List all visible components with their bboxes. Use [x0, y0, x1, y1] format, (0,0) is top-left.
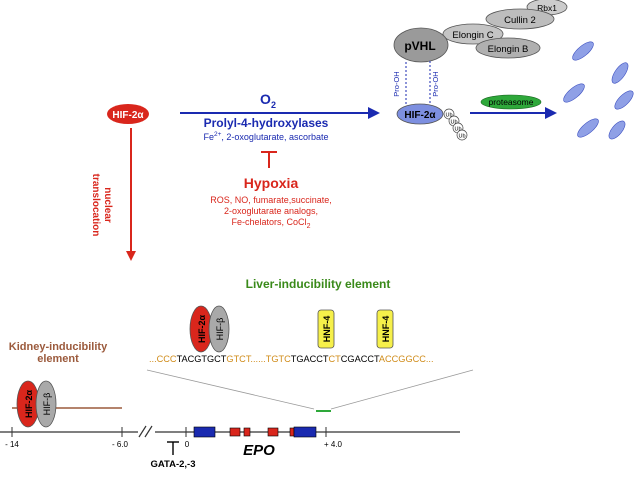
liver-element-title: Liver-inducibility element [246, 277, 391, 291]
ubiquitin-chain: Ub Ub Ub Ub [443, 108, 468, 141]
hydroxylated-hif-protein [396, 103, 444, 125]
zoom-line-left [146, 369, 315, 410]
hypoxia-title: Hypoxia [244, 175, 299, 191]
nuclear-translocation-label: nuclear translocation [90, 174, 113, 237]
liver-hif-dimer: HIF-2α HIF-β [189, 305, 230, 353]
inhibition-symbol [261, 151, 277, 168]
tick-label-minus6: - 6.0 [112, 440, 129, 449]
svg-text:pVHL: pVHL [404, 39, 435, 53]
prooh-label-2: Pro-OH [431, 71, 440, 96]
svg-text:Ub: Ub [445, 113, 452, 119]
hypoxia-line3: Fe-chelators, CoCl2 [232, 217, 311, 230]
svg-text:Elongin B: Elongin B [488, 44, 529, 55]
elonginc-protein [442, 23, 504, 45]
kidney-element-title-line2: element [37, 353, 79, 365]
svg-text:Ub: Ub [454, 127, 461, 133]
tick-label-zero: 0 [185, 440, 190, 449]
pvhl-protein [393, 27, 449, 63]
svg-text:HIF-β: HIF-β [215, 318, 225, 341]
svg-text:Ub: Ub [450, 120, 457, 126]
o2-label: O2 [260, 91, 276, 110]
exon-1 [193, 426, 216, 438]
tick-label-minus14: - 14 [5, 440, 19, 449]
hypoxia-line1: ROS, NO, fumarate,succinate, [210, 195, 332, 205]
svg-text:HIF-2α: HIF-2α [24, 390, 34, 419]
svg-text:nuclear: nuclear [102, 187, 113, 223]
exon-6 [293, 426, 317, 438]
vhl-complex: Rbx1 Cullin 2 Elongin C Elongin B pVHL P… [392, 0, 568, 141]
axis-break-mark [138, 425, 147, 438]
exon-3 [243, 427, 251, 437]
elonginb-protein [475, 37, 541, 59]
hydroxylase-title: Prolyl-4-hydroxylases [204, 116, 329, 130]
svg-text:HIF-β: HIF-β [42, 393, 52, 416]
axis-break-mark [144, 425, 153, 438]
prooh-label-1: Pro-OH [392, 71, 401, 96]
hif2a-label: HIF-2α [112, 110, 144, 121]
svg-text:HIF-2α: HIF-2α [404, 110, 436, 121]
cullin2-protein [485, 8, 555, 30]
gata-label: GATA-2,-3 [150, 459, 195, 470]
svg-text:HIF-2α: HIF-2α [197, 315, 207, 344]
zoom-line-right [330, 369, 474, 410]
svg-text:HNF-4: HNF-4 [381, 316, 391, 343]
kidney-hif-dimer: HIF-2α HIF-β [16, 380, 57, 428]
svg-text:Rbx1: Rbx1 [537, 3, 557, 13]
proteasome-badge: proteasome [480, 94, 542, 110]
svg-text:Ub: Ub [458, 134, 465, 140]
gene-label-epo: EPO [243, 442, 275, 459]
kidney-element-title-line1: Kidney-inducibility [9, 341, 108, 353]
liver-sequence: ...CCCTACGTGCTGTCT......TGTCTGACCTCTCGAC… [149, 354, 434, 364]
exon-5 [289, 427, 295, 437]
hydroxylase-cofactors: Fe2+, 2-oxoglutarate, ascorbate [203, 131, 328, 142]
exon-2 [229, 427, 241, 437]
hnf4-box-1: HNF-4 [317, 309, 335, 349]
svg-text:translocation: translocation [90, 174, 101, 237]
svg-text:Elongin C: Elongin C [452, 30, 493, 41]
svg-text:proteasome: proteasome [489, 97, 534, 107]
hif2a-node: HIF-2α [107, 104, 149, 124]
svg-text:HNF-4: HNF-4 [322, 316, 332, 343]
hnf4-box-2: HNF-4 [376, 309, 394, 349]
svg-text:Cullin 2: Cullin 2 [504, 15, 536, 26]
gata-inhibition-symbol [167, 441, 179, 455]
hypoxia-line2: 2-oxoglutarate analogs, [224, 206, 318, 216]
gene-locus [0, 425, 460, 438]
tick-label-plus4: + 4.0 [324, 440, 343, 449]
exon-4 [267, 427, 279, 437]
degraded-fragments [563, 41, 634, 140]
